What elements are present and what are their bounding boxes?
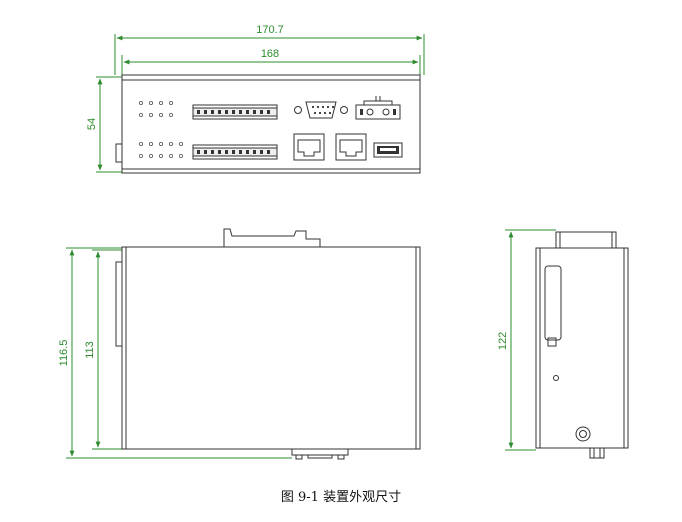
label-height-front: 54 [86,118,98,130]
figure-caption: 图 9-1 装置外观尺寸 [280,490,402,505]
side-view: 122 [497,229,629,459]
serial-port-db9 [294,101,348,119]
rj45-port-2 [335,133,367,161]
usb-port [373,142,403,158]
dim-width-outer [114,34,425,75]
label-height-side: 122 [497,332,509,350]
side-top-clip [555,231,617,249]
dim-height-side [505,229,556,451]
label-height-outer: 116.5 [58,340,70,367]
label-width-outer: 170.7 [256,24,284,36]
terminal-block-bottom [192,144,278,160]
top-body [121,246,421,450]
din-rail-clip [223,228,321,247]
label-height-inner: 113 [84,341,96,359]
power-connector [355,96,401,120]
dim-height-inner [92,249,122,450]
led-grid-bottom [138,141,183,158]
side-small-hole [553,375,559,381]
dim-width-inner [121,55,421,75]
front-body [121,74,421,174]
rj45-port-1 [293,133,325,161]
bottom-connectors [291,448,349,460]
side-slot [544,265,562,341]
ground-screw [575,426,591,442]
dim-height-front [96,76,122,173]
top-view: 116.5 113 [58,228,421,460]
terminal-block-top [192,104,278,120]
dim-height-outer [66,247,292,459]
label-width-inner: 168 [261,48,279,60]
front-view: 170.7 168 54 [86,24,425,174]
side-body [535,247,629,449]
led-grid-top [138,101,173,118]
